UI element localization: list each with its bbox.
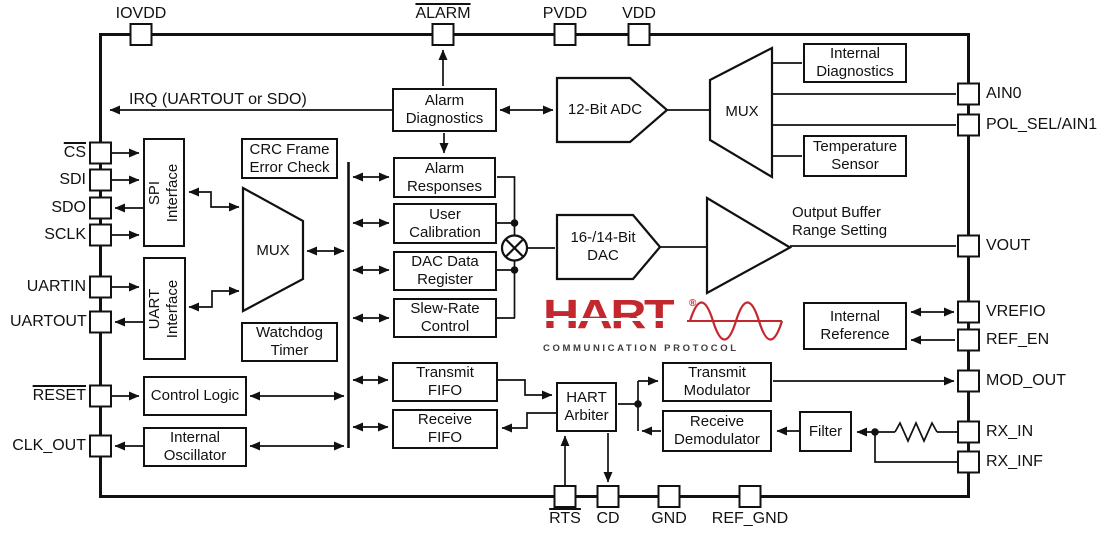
pin-label-sdi: SDI [59,171,86,188]
hart-logo-word: HART [543,291,675,337]
pin-label-rx-in: RX_IN [986,423,1034,440]
irq-annotation: IRQ (UARTOUT or SDO) [129,91,307,108]
pin-vout [957,234,980,258]
analog-mux-label: MUX [725,103,759,121]
resistor-icon [894,420,938,444]
pin-cd [596,485,620,508]
pin-label-mod-out: MOD_OUT [986,372,1066,389]
pin-rx-in [957,420,980,444]
block-control-logic: Control Logic [143,376,247,416]
junction-dots [510,219,879,436]
pin-iovdd [129,23,153,46]
pin-label-iovdd: IOVDD [115,5,167,22]
pin-cs [89,141,112,165]
analog-mux-shape [708,46,774,179]
output-buffer-triangle [705,196,793,295]
pin-ref-gnd [738,485,762,508]
sine-wave-icon [687,301,784,341]
hart-logo-subtitle: COMMUNICATION PROTOCOL [543,343,739,354]
digital-mux-shape [241,186,305,313]
hart-logo-registered-mark: ® [689,298,697,309]
block-filter: Filter [799,411,852,452]
pin-vrefio [957,300,980,324]
hart-logo-strike-line [545,318,687,321]
pin-label-ain0: AIN0 [986,85,1022,102]
pin-ref-en [957,328,980,352]
pin-label-vrefio: VREFIO [986,303,1046,320]
pin-label-gnd: GND [651,510,687,527]
adc-label: 12-Bit ADC [567,101,643,119]
pin-label-vdd: VDD [622,5,656,22]
pin-sdo [89,196,112,220]
pin-label-pvdd: PVDD [542,5,588,22]
pin-label-uartout: UARTOUT [10,313,87,330]
pin-uartout [89,310,112,334]
dac-shape [555,213,662,281]
pin-label-rx-inf: RX_INF [986,453,1043,470]
pin-rts [553,485,577,508]
pin-mod-out [957,369,980,393]
pins [89,23,980,508]
pin-label-cd: CD [596,510,620,527]
pin-clk-out [89,434,112,458]
pin-label-cs: CS [63,144,86,161]
pin-label-ref-gnd: REF_GND [711,510,789,527]
pin-label-sdo: SDO [51,199,86,216]
pin-reset [89,384,112,408]
pin-label-sclk: SCLK [44,226,86,243]
adc-shape [555,76,669,144]
pin-gnd [657,485,681,508]
pin-label-reset: RESET [32,387,86,404]
hart-logo: HART ® COMMUNICATION PROTOCOL [543,294,791,358]
pin-label-pol-sel-ain1: POL_SEL/AIN1 [986,116,1098,133]
pin-alarm [431,23,455,46]
wires [109,49,957,485]
pin-sclk [89,223,112,247]
pin-sdi [89,168,112,192]
pin-uartin [89,275,112,299]
pin-label-rts: RTS [549,510,581,527]
output-buffer-annotation: Output Buffer Range Setting [792,204,888,239]
pin-label-ref-en: REF_EN [986,331,1050,348]
chip-outline [99,33,970,498]
pin-label-uartin: UARTIN [26,278,86,295]
pin-label-clk-out: CLK_OUT [12,437,86,454]
pin-label-alarm: ALARM [415,5,471,22]
pin-ain0 [957,82,980,106]
pin-pvdd [553,23,577,46]
pin-rx-inf [957,450,980,474]
pin-pol-sel-ain1 [957,113,980,137]
pin-vdd [627,23,651,46]
pin-label-vout: VOUT [986,237,1031,254]
digital-mux-label: MUX [256,242,290,260]
